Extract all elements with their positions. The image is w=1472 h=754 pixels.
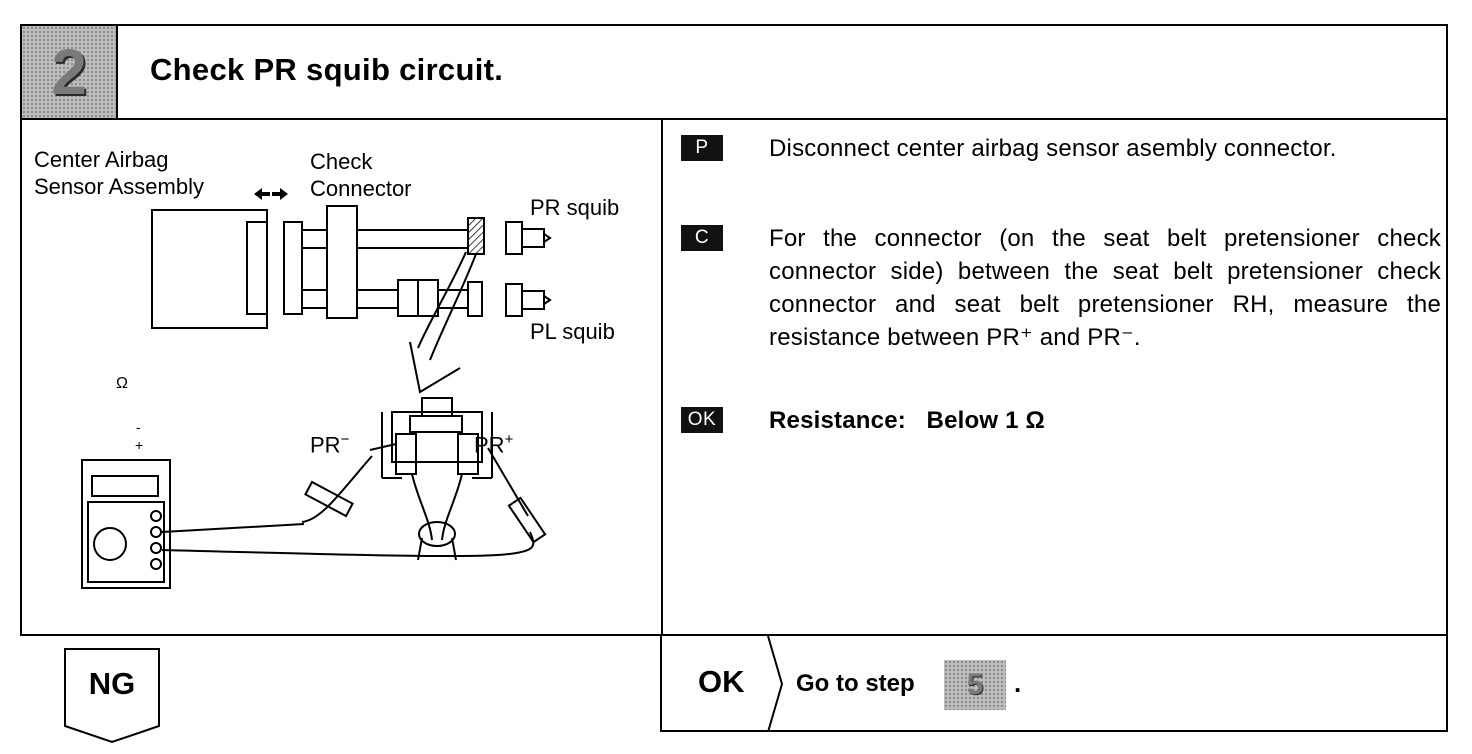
goto-text: Go to step	[796, 670, 915, 697]
label-pr-plus-text: PR	[474, 432, 505, 458]
label-sensor-line2: Sensor Assembly	[34, 174, 204, 199]
pl-squib-body	[505, 283, 523, 317]
label-pr-minus-sup: −	[340, 431, 350, 448]
goto-step-badge[interactable]: 5	[944, 660, 1006, 710]
double-arrow-icon	[254, 188, 288, 200]
goto-suffix: .	[1014, 668, 1022, 698]
meter-plus-label: +	[135, 437, 144, 453]
meter-minus-label: -	[136, 419, 141, 435]
meter-display: Ω	[116, 375, 128, 392]
ok-label: OK	[698, 664, 745, 699]
pl-plug	[467, 281, 483, 317]
check-connector-center	[326, 205, 358, 319]
callout-arrow	[409, 251, 477, 394]
instruction-ok: OK Resistance: Below 1 Ω	[681, 404, 1441, 437]
tag-prepare-icon: P	[681, 135, 723, 161]
label-pr-plus: PR+	[474, 426, 513, 458]
label-sensor-line1: Center Airbag	[34, 147, 169, 172]
label-pr-plus-sup: +	[504, 431, 514, 448]
instruction-check-text: For the connector (on the seat belt pret…	[769, 225, 1441, 351]
label-check-line1: Check	[310, 149, 373, 174]
pl-connector-a	[397, 279, 419, 317]
instruction-check: C For the connector (on the seat belt pr…	[681, 222, 1441, 354]
tag-ok-icon: OK	[681, 407, 723, 433]
procedure-frame: 2 Check PR squib circuit.	[20, 24, 1448, 636]
instruction-ok-text: Resistance: Below 1 Ω	[769, 407, 1045, 434]
column-divider	[661, 118, 663, 636]
sensor-assembly-box	[151, 209, 268, 329]
pl-squib-tip	[521, 290, 545, 310]
test-leads	[161, 443, 547, 558]
label-check-line2: Connector	[310, 176, 412, 201]
label-pr-minus: PR−	[310, 426, 349, 458]
tag-check-icon: C	[681, 225, 723, 251]
ng-arrow-icon	[64, 648, 160, 744]
step-number-badge: 2	[22, 26, 118, 118]
ng-result-box: NG	[64, 648, 160, 744]
instruction-panel: P Disconnect center airbag sensor asembl…	[663, 120, 1448, 634]
pr-squib-tip	[521, 228, 545, 248]
check-connector-left	[283, 221, 303, 315]
label-pr-squib: PR squib	[530, 195, 620, 220]
pr-plug-hatched	[467, 217, 485, 255]
instruction-prepare: P Disconnect center airbag sensor asembl…	[681, 132, 1441, 165]
step-number: 2	[51, 36, 87, 108]
ng-label: NG	[88, 666, 136, 701]
instruction-prepare-text: Disconnect center airbag sensor asembly …	[769, 135, 1337, 162]
enlarged-connector	[381, 397, 493, 561]
step-header: 2 Check PR squib circuit.	[22, 26, 1446, 120]
wiring-diagram-graphic	[81, 188, 552, 589]
label-pr-minus-text: PR	[310, 432, 341, 458]
label-pl-squib: PL squib	[530, 319, 615, 344]
pr-squib-body	[505, 221, 523, 255]
page-title: Check PR squib circuit.	[150, 52, 504, 87]
sensor-connector	[246, 221, 268, 315]
pl-connector-b	[417, 279, 439, 317]
ok-result-bar: OK Go to step 5 .	[660, 636, 1448, 732]
wiring-diagram: Center Airbag Sensor Assembly Check Conn…	[22, 120, 661, 634]
ok-chevron-icon	[767, 636, 784, 732]
multimeter	[81, 459, 171, 589]
